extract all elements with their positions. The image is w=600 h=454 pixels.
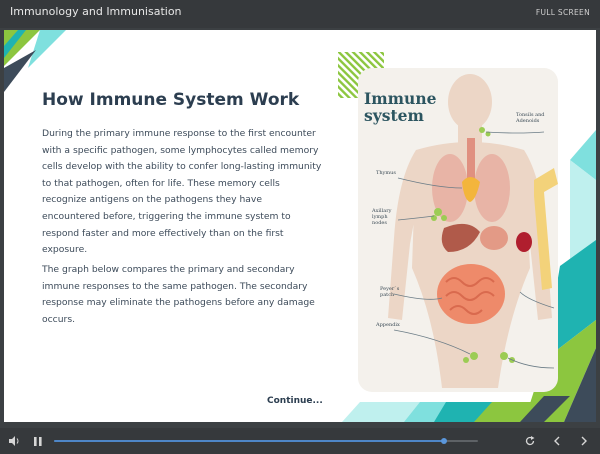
volume-icon[interactable] (6, 428, 22, 454)
immune-system-illustration: Immune system Tonsils and Adenoids Thymu… (358, 68, 558, 392)
fullscreen-button[interactable]: FULL SCREEN (535, 8, 590, 17)
progress-handle[interactable] (441, 438, 448, 444)
slide: How Immune System Work During the primar… (4, 30, 596, 422)
label-thymus: Thymus (376, 170, 396, 176)
graph-paragraph: The graph below compares the primary and… (42, 264, 315, 325)
intro-paragraph: During the primary immune response to th… (42, 128, 322, 256)
progress-fill (54, 440, 445, 442)
label-tonsils: Tonsils and Adenoids (516, 112, 545, 124)
next-icon[interactable] (576, 428, 592, 454)
pause-icon[interactable] (30, 428, 46, 454)
title-bar: Immunology and Immunisation FULL SCREEN (0, 0, 600, 28)
illustration-title: Immune system (364, 89, 437, 125)
body-figure-image (388, 74, 558, 388)
previous-icon[interactable] (548, 428, 564, 454)
label-axillary-lymph-nodes: Axillary lymph nodes (372, 208, 392, 226)
replay-icon[interactable] (522, 428, 538, 454)
continue-button[interactable]: Continue... (267, 396, 323, 406)
progress-bar[interactable] (54, 438, 478, 444)
label-peyers-patch: Peyer`s patch (380, 286, 400, 298)
course-title: Immunology and Immunisation (10, 5, 182, 18)
slide-heading: How Immune System Work (42, 90, 300, 110)
player-controls (0, 428, 600, 454)
label-appendix: Appendix (376, 322, 400, 328)
